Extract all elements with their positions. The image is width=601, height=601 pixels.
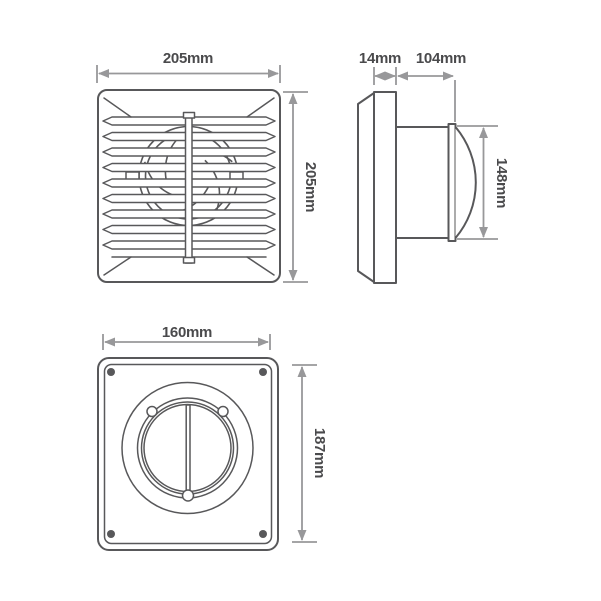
centre-bar bbox=[182, 111, 196, 264]
front-plate-profile bbox=[373, 91, 397, 284]
front-width-dimension-label: 205mm bbox=[163, 50, 213, 67]
side-body-depth-dimension: 104mm bbox=[397, 50, 466, 122]
screw-hole bbox=[259, 368, 267, 376]
duct-flange bbox=[447, 123, 457, 242]
front-height-dimension-label: 205mm bbox=[302, 162, 319, 212]
shutter-pivot bbox=[217, 405, 229, 418]
screw-hole bbox=[107, 368, 115, 376]
side-front-depth-label: 14mm bbox=[359, 50, 401, 67]
bezel-corner-lines bbox=[103, 97, 275, 276]
side-diameter-dimension: 148mm bbox=[457, 125, 510, 240]
side-front-depth-dimension: 14mm bbox=[359, 50, 401, 85]
side-view: 14mm 104mm 148mm bbox=[357, 50, 510, 284]
screw-hole bbox=[107, 530, 115, 538]
fan-dome bbox=[454, 126, 477, 239]
back-height-dimension: 187mm bbox=[292, 364, 328, 543]
shutter-centre-bar bbox=[185, 404, 191, 492]
duct-spigot bbox=[395, 126, 450, 239]
back-height-dimension-label: 187mm bbox=[311, 428, 328, 478]
front-width-dimension: 205mm bbox=[96, 50, 281, 83]
back-width-dimension: 160mm bbox=[102, 324, 271, 350]
side-body-depth-label: 104mm bbox=[416, 50, 466, 67]
front-view: 205mm 205mm bbox=[96, 50, 319, 283]
screw-hole bbox=[259, 530, 267, 538]
side-diameter-label: 148mm bbox=[493, 158, 510, 208]
back-view: 160mm 187mm bbox=[97, 324, 328, 551]
shutter-pivot bbox=[146, 405, 158, 418]
shutter-pivot bbox=[181, 489, 195, 502]
back-width-dimension-label: 160mm bbox=[162, 324, 212, 341]
grille-bezel-profile bbox=[357, 92, 375, 283]
front-height-dimension: 205mm bbox=[283, 91, 319, 283]
